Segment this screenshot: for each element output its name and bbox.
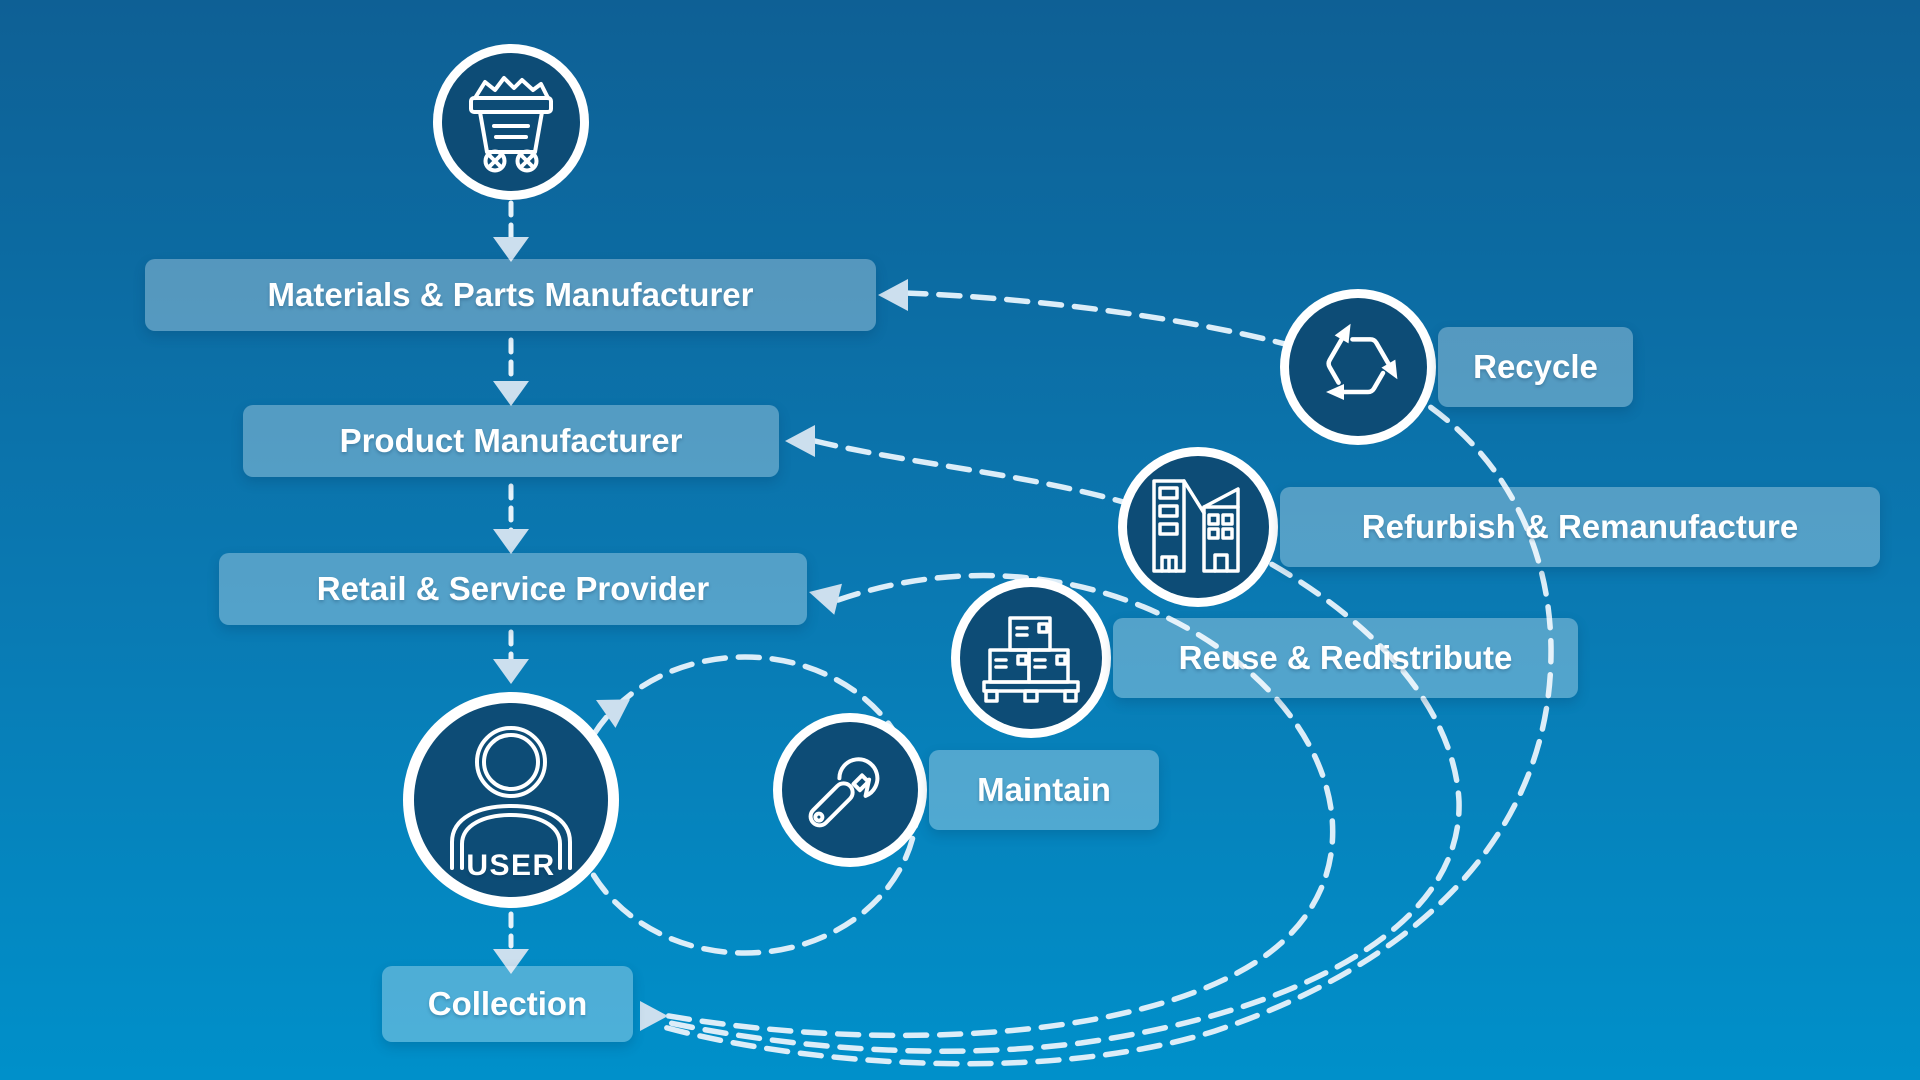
pallet-boxes-icon (982, 616, 1080, 703)
arrowhead-into-product-right (785, 425, 815, 457)
recycle-loop-curve (657, 290, 1554, 1067)
refurbish-loop-curve (658, 438, 1462, 1054)
raw-materials-node (433, 44, 589, 200)
loop-label-reuse-redistribute: Reuse & Redistribute (1113, 618, 1578, 698)
recycle-arrows-icon (1326, 323, 1398, 400)
factory-buildings-icon (1152, 479, 1240, 573)
arrowhead-into-retail-top (493, 529, 529, 554)
loop-label-maintain: Maintain (929, 750, 1159, 830)
arrowheads (493, 237, 908, 1031)
user-node-label: USER (466, 849, 556, 882)
arrowhead-into-collection-top (493, 949, 529, 974)
chain-node-retail-service-provider: Retail & Service Provider (219, 553, 807, 625)
chain-node-product-manufacturer: Product Manufacturer (243, 405, 779, 477)
user-node (403, 692, 619, 908)
arrowhead-into-user-circle (596, 699, 630, 728)
user-person-icon (450, 726, 572, 870)
refurbish-node-fill (1127, 456, 1269, 598)
mining-cart-icon (469, 76, 553, 173)
recycle-node-fill (1289, 298, 1427, 436)
reuse-node-fill (960, 587, 1102, 729)
arrowhead-into-materials-right (878, 279, 908, 311)
chain-node-collection: Collection (382, 966, 633, 1042)
refurbish-node (1118, 447, 1278, 607)
chain-node-materials-parts-manufacturer: Materials & Parts Manufacturer (145, 259, 876, 331)
arrowhead-out-of-collection (640, 1001, 668, 1031)
arrowhead-into-retail-right (809, 583, 842, 615)
arrowhead-into-user-top (493, 659, 529, 684)
loop-label-refurbish-remanufacture: Refurbish & Remanufacture (1280, 487, 1880, 567)
maintain-node-fill (782, 722, 918, 858)
recycle-node (1280, 289, 1436, 445)
reuse-node (951, 578, 1111, 738)
wrench-icon (808, 757, 880, 828)
mining-node-fill (442, 53, 580, 191)
loop-label-recycle: Recycle (1438, 327, 1633, 407)
arrowhead-into-product-top (493, 381, 529, 406)
arrowhead-into-materials-top (493, 237, 529, 262)
maintain-node (773, 713, 927, 867)
